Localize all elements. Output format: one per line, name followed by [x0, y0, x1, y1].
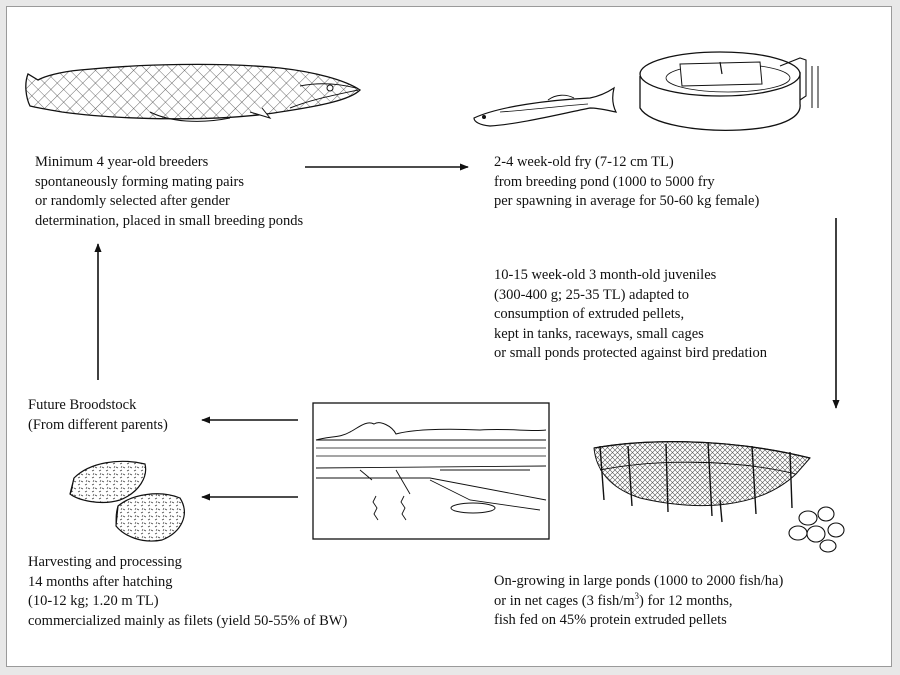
ongrowing-line-sup: 3 — [634, 590, 640, 601]
fry-line: 2-4 week-old fry (7-12 cm TL) — [494, 154, 674, 170]
adult-arapaima-fish — [25, 63, 362, 122]
ongrowing-line-pre: or in net cages (3 fish/m — [494, 592, 635, 609]
broodstock-text: Future Broodstock (From different parent… — [28, 396, 168, 435]
pond-landscape — [312, 402, 550, 540]
juveniles-line: (300-400 g; 25-35 TL) adapted to — [494, 286, 690, 303]
ongrowing-line: fish fed on 45% protein extruded pellets — [494, 612, 727, 628]
ongrowing-text: On-growing in large ponds (1000 to 2000 … — [494, 572, 783, 631]
fry-fish — [473, 86, 618, 127]
fry-line: from breeding pond (1000 to 5000 fry — [494, 173, 715, 190]
juveniles-line: or small ponds protected against bird pr… — [494, 345, 768, 361]
net-cage — [593, 440, 811, 523]
broodstock-line: Future Broodstock — [28, 397, 137, 413]
harvest-line: commercialized mainly as filets (yield 5… — [28, 612, 348, 629]
harvest-text: Harvesting and processing 14 months afte… — [28, 553, 347, 631]
ongrowing-line-cages: or in net cages (3 fish/m3) for 12 month… — [494, 590, 783, 612]
breeders-line: Minimum 4 year-old breeders — [35, 154, 209, 170]
breeders-line: spontaneously forming mating pairs — [35, 173, 245, 190]
fish-filets — [69, 460, 185, 542]
ongrowing-line-post: ) for 12 months, — [639, 592, 733, 609]
fry-text: 2-4 week-old fry (7-12 cm TL) from breed… — [494, 153, 759, 212]
juveniles-line: consumption of extruded pellets, — [494, 306, 685, 322]
flow-arrows — [94, 163, 840, 501]
breeders-line: or randomly selected after gender — [35, 193, 230, 209]
fry-line: per spawning in average for 50-60 kg fem… — [494, 193, 760, 209]
ongrowing-line: On-growing in large ponds (1000 to 2000 … — [494, 573, 784, 589]
breeders-text: Minimum 4 year-old breeders spontaneousl… — [35, 153, 303, 231]
harvest-line: Harvesting and processing — [28, 554, 182, 570]
broodstock-line: (From different parents) — [28, 416, 168, 433]
pellets — [788, 506, 845, 553]
juveniles-text: 10-15 week-old 3 month-old juveniles (30… — [494, 266, 767, 364]
juveniles-line: 10-15 week-old 3 month-old juveniles — [494, 267, 717, 283]
circular-breeding-tank — [639, 51, 819, 131]
harvest-line: (10-12 kg; 1.20 m TL) — [28, 593, 159, 609]
breeders-line: determination, placed in small breeding … — [35, 212, 304, 229]
harvest-line: 14 months after hatching — [28, 573, 173, 590]
juveniles-line: kept in tanks, raceways, small cages — [494, 325, 704, 342]
